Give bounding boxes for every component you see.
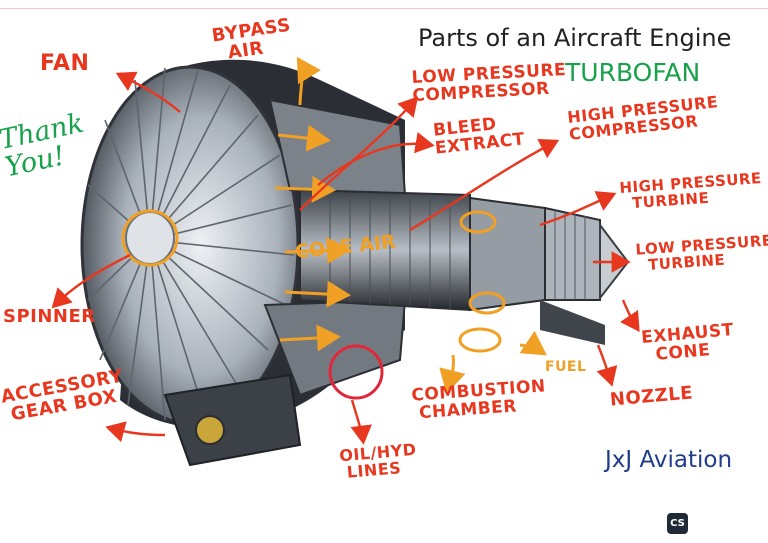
label-oil-hyd-lines: OIL/HYD LINES (339, 442, 419, 482)
scanner-badge: CS (667, 513, 688, 534)
label-fan: FAN (40, 52, 89, 75)
page-title: Parts of an Aircraft Engine (418, 24, 731, 52)
spinner-cone (126, 212, 174, 264)
turbine-section (545, 208, 600, 300)
label-spinner: SPINNER (3, 308, 96, 327)
page-subtitle: TURBOFAN (565, 58, 700, 87)
nozzle-shape (540, 300, 605, 345)
brand-watermark: JxJ Aviation (605, 447, 732, 473)
label-fuel: FUEL (545, 360, 586, 375)
gearbox-wheel (196, 416, 224, 444)
combustor-highlight (460, 329, 500, 351)
